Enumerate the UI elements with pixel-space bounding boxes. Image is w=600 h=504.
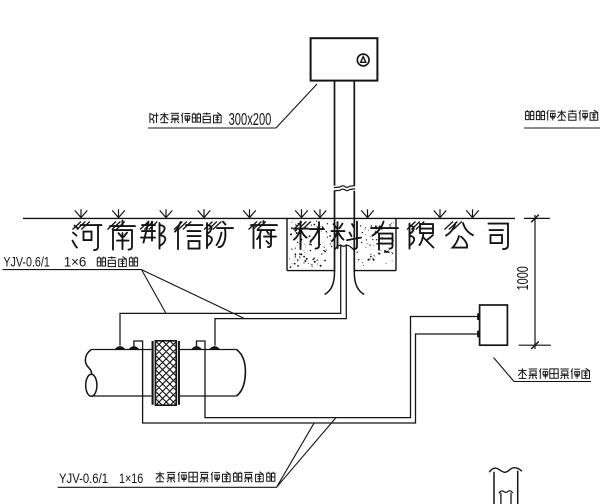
svg-text:1000: 1000 xyxy=(515,266,532,290)
svg-text:300x200: 300x200 xyxy=(229,109,272,129)
svg-text:1×16: 1×16 xyxy=(119,470,143,486)
svg-text:YJV-0.6/1: YJV-0.6/1 xyxy=(3,254,50,270)
svg-text:YJV-0.6/1: YJV-0.6/1 xyxy=(59,470,108,486)
svg-text:1×6: 1×6 xyxy=(64,254,87,270)
